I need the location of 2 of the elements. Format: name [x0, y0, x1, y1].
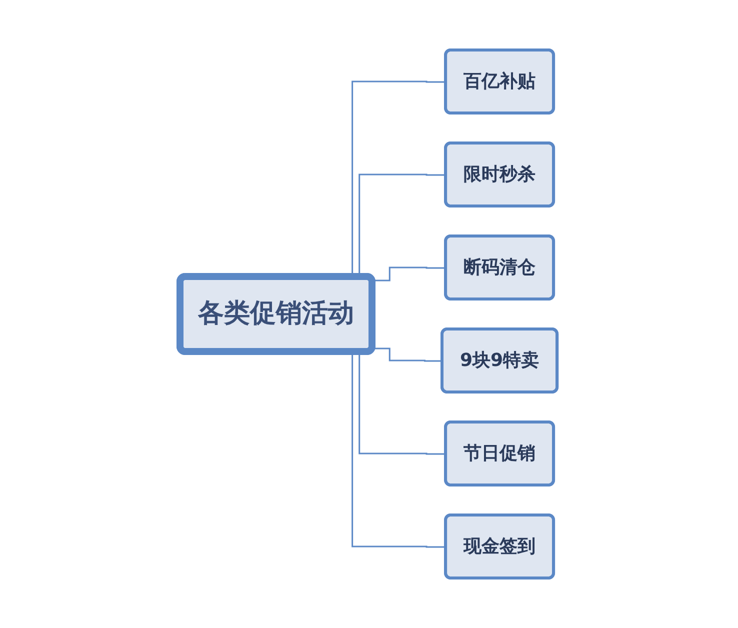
connector	[372, 348, 443, 362]
connector	[372, 266, 446, 282]
